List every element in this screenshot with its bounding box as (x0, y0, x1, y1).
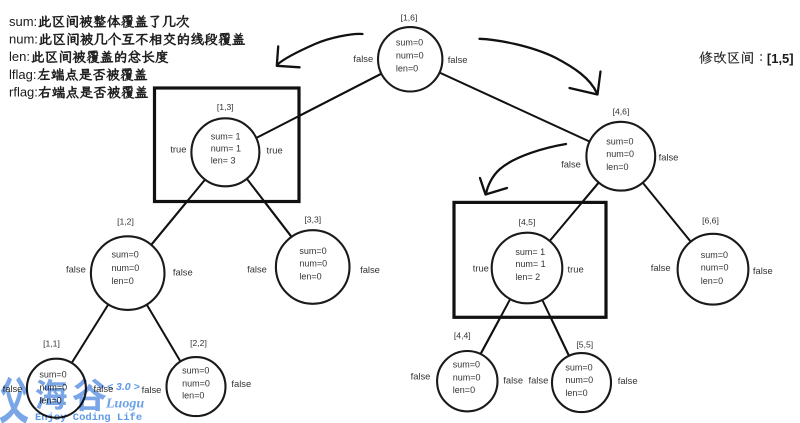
svg-text:[3,3]: [3,3] (304, 215, 321, 225)
svg-text:num=0: num=0 (606, 149, 634, 159)
svg-text:len:: len: (9, 49, 30, 64)
svg-text:sum=0: sum=0 (453, 359, 480, 369)
svg-text:sum=0: sum=0 (112, 250, 139, 260)
svg-text:num=0: num=0 (396, 51, 424, 61)
svg-text:Luogu: Luogu (105, 397, 144, 412)
svg-text:[1,5]: [1,5] (767, 51, 794, 66)
svg-text:len=0: len=0 (565, 388, 587, 398)
svg-text:[1,6]: [1,6] (401, 12, 418, 22)
svg-text:sum=0: sum=0 (565, 362, 592, 372)
svg-text:false: false (448, 54, 468, 65)
svg-text:len= 3: len= 3 (211, 156, 236, 166)
svg-text:[4,6]: [4,6] (613, 107, 630, 117)
svg-text:sum= 1: sum= 1 (211, 132, 241, 142)
svg-text:sum=0: sum=0 (701, 250, 728, 260)
svg-text:num=0: num=0 (39, 383, 67, 393)
svg-text:len=0: len=0 (606, 162, 628, 172)
svg-text:false: false (360, 264, 380, 275)
svg-text:false: false (753, 265, 773, 276)
svg-text:false: false (142, 384, 162, 395)
svg-text:false: false (231, 378, 251, 389)
svg-text:false: false (93, 383, 113, 394)
svg-text:false: false (528, 374, 548, 385)
svg-text:sum=0: sum=0 (396, 38, 423, 48)
svg-text:false: false (618, 375, 638, 386)
svg-text:len=0: len=0 (299, 271, 321, 281)
svg-text:num=0: num=0 (299, 259, 327, 269)
svg-text:num= 1: num= 1 (515, 259, 545, 269)
svg-text:[4,5]: [4,5] (519, 217, 536, 227)
svg-text:[1,2]: [1,2] (117, 217, 134, 227)
svg-text:sum= 1: sum= 1 (515, 247, 545, 257)
svg-text:sum=0: sum=0 (39, 370, 66, 380)
svg-text:num=0: num=0 (565, 375, 593, 385)
svg-text:sum:: sum: (9, 14, 37, 29)
svg-text:true: true (170, 143, 186, 154)
svg-text:[4,4]: [4,4] (454, 330, 471, 340)
svg-text:true: true (267, 145, 283, 156)
svg-text:num=0: num=0 (182, 379, 210, 389)
svg-text:sum=0: sum=0 (606, 137, 633, 147)
svg-text:false: false (561, 158, 581, 169)
svg-text:num= 1: num= 1 (211, 144, 241, 154)
svg-text:[6,6]: [6,6] (702, 216, 719, 226)
svg-text:lflag:: lflag: (9, 67, 36, 82)
svg-text:false: false (411, 371, 431, 382)
svg-text:false: false (247, 264, 267, 275)
svg-text:len=0: len=0 (396, 64, 418, 74)
svg-text:len=0: len=0 (39, 396, 61, 406)
svg-text:len=0: len=0 (182, 391, 204, 401)
svg-text:len= 2: len= 2 (515, 272, 540, 282)
svg-text:num=0: num=0 (453, 372, 481, 382)
svg-text:false: false (3, 383, 23, 394)
svg-text:[5,5]: [5,5] (576, 339, 593, 349)
svg-text:sum=0: sum=0 (182, 366, 209, 376)
svg-text:sum=0: sum=0 (299, 246, 326, 256)
svg-text:num:: num: (9, 32, 38, 47)
svg-text:false: false (659, 152, 679, 163)
svg-text:len=0: len=0 (701, 276, 723, 286)
svg-text:num=0: num=0 (701, 263, 729, 273)
svg-text:[1,3]: [1,3] (217, 102, 234, 112)
svg-text:false: false (503, 374, 523, 385)
svg-text:false: false (66, 264, 86, 275)
svg-text:true: true (568, 263, 584, 274)
svg-text:[1,1]: [1,1] (43, 338, 60, 348)
svg-text:len=0: len=0 (453, 385, 475, 395)
svg-text:false: false (651, 262, 671, 273)
svg-text:len=0: len=0 (112, 276, 134, 286)
svg-text:num=0: num=0 (112, 263, 140, 273)
svg-text:true: true (473, 263, 489, 274)
svg-text:[2,2]: [2,2] (190, 338, 207, 348)
svg-text:Enjoy Coding Life: Enjoy Coding Life (35, 412, 142, 423)
svg-text:rflag:: rflag: (9, 85, 38, 100)
svg-text:false: false (353, 53, 373, 64)
svg-text:< 3.0 >: < 3.0 > (107, 381, 140, 393)
svg-text:false: false (173, 267, 193, 278)
